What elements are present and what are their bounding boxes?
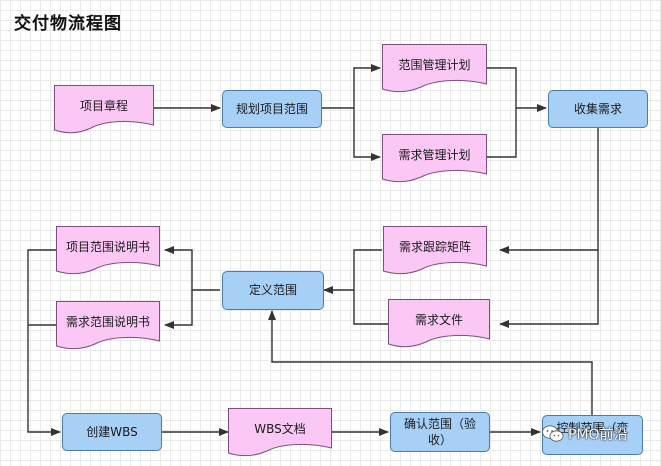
- line-trace-to-define: [323, 249, 382, 294]
- line-statements-to-wbs: [27, 249, 61, 436]
- document-shape: [228, 408, 332, 457]
- line-define-to-reqstatement: [164, 290, 193, 329]
- doc-traceability-matrix: 需求跟踪矩阵: [383, 226, 487, 276]
- wechat-icon: [542, 425, 564, 443]
- doc-project-charter: 项目章程: [54, 85, 154, 135]
- document-shape: [56, 301, 160, 350]
- node-label: 需求管理计划: [398, 147, 471, 162]
- node-label: 收集需求: [573, 101, 622, 116]
- document-shape: [382, 134, 487, 183]
- process-create-wbs: 创建WBS: [62, 413, 162, 451]
- doc-requirements-management-plan: 需求管理计划: [382, 134, 487, 184]
- document-shape: [388, 299, 490, 348]
- line-control-feedback: [268, 310, 593, 415]
- node-label: 项目范围说明书: [65, 239, 150, 254]
- line-plan-split: [322, 64, 381, 109]
- node-label: 范围管理计划: [398, 57, 471, 72]
- watermark: PMO前沿: [542, 424, 628, 444]
- node-label: 规划项目范围: [235, 101, 308, 116]
- diagram-title: 交付物流程图: [14, 14, 122, 34]
- node-label: 需求文件: [414, 312, 463, 327]
- document-shape: [54, 85, 154, 134]
- watermark-text: PMO前沿: [568, 427, 628, 443]
- doc-scope-management-plan: 范围管理计划: [382, 44, 487, 94]
- node-label: 确认范围（验收）: [403, 416, 476, 447]
- process-plan-scope: 规划项目范围: [222, 90, 322, 128]
- process-control-scope: 控制范围（变: [542, 415, 643, 455]
- node-label: 创建WBS: [86, 424, 138, 439]
- doc-project-scope-statement: 项目范围说明书: [56, 226, 160, 276]
- node-label: WBS文档: [254, 421, 306, 436]
- node-label: 需求范围说明书: [65, 314, 150, 329]
- line-scopeplan-to-collect: [487, 67, 547, 112]
- node-label: 项目章程: [79, 98, 128, 113]
- doc-requirements-scope-statement: 需求范围说明书: [56, 301, 160, 351]
- line-define-split: [164, 246, 220, 291]
- process-define-scope: 定义范围: [222, 271, 324, 310]
- line-reqplan-to-collect: [487, 108, 517, 158]
- line-plan-to-reqplan: [353, 108, 381, 161]
- document-shape: [383, 226, 487, 275]
- node-label: 控制范围（变: [556, 421, 629, 435]
- document-shape: [382, 44, 487, 93]
- process-verify-scope: 确认范围（验收）: [390, 412, 490, 452]
- line-collect-to-reqdoc: [499, 250, 599, 328]
- document-shape: [56, 226, 160, 275]
- doc-wbs-document: WBS文档: [228, 408, 332, 458]
- doc-requirements-document: 需求文件: [388, 299, 490, 349]
- node-label: 需求跟踪矩阵: [398, 239, 471, 254]
- line-collect-down: [499, 128, 599, 254]
- process-collect-requirements: 收集需求: [548, 90, 648, 128]
- node-label: 定义范围: [248, 283, 297, 298]
- line-reqdoc-to-define: [353, 290, 388, 325]
